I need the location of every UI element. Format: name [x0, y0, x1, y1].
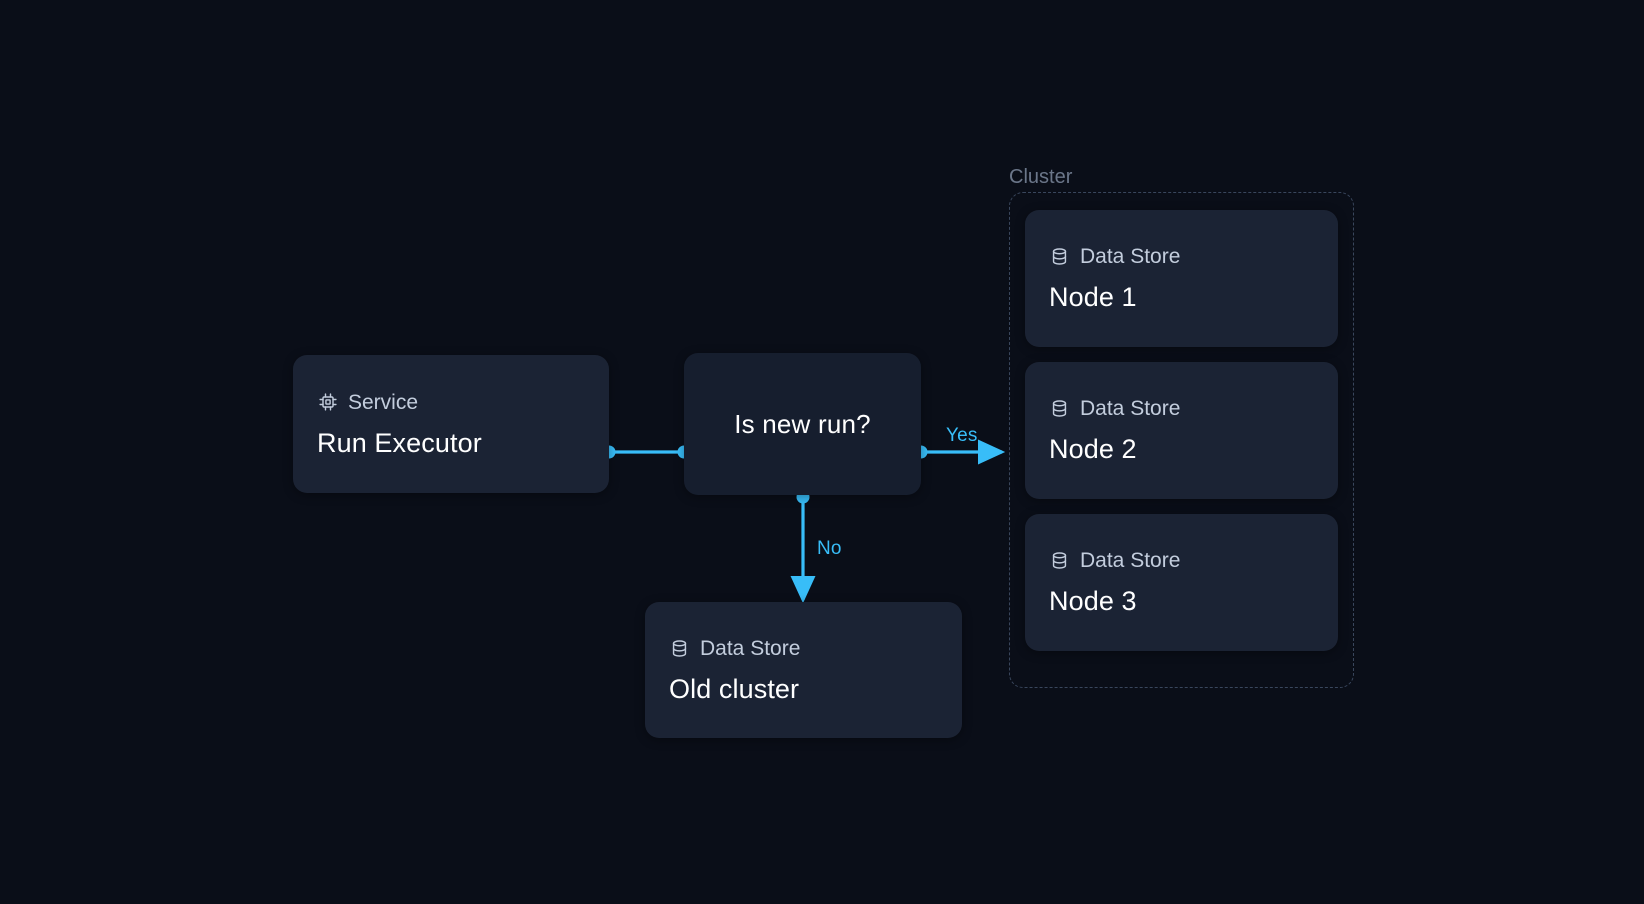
node-old-cluster[interactable]: Data Store Old cluster [645, 602, 962, 738]
node-run-executor-type: Service [317, 392, 585, 413]
group-label-cluster: Cluster [1009, 166, 1073, 188]
node-node-2[interactable]: Data Store Node 2 [1025, 362, 1338, 499]
node-node-3-type: Data Store [1049, 550, 1314, 571]
node-old-cluster-content: Data Store Old cluster [645, 602, 962, 738]
database-icon [1049, 246, 1070, 267]
node-node-1-type-label: Data Store [1080, 245, 1181, 269]
node-old-cluster-title: Old cluster [669, 673, 800, 704]
edge-label-yes: Yes [946, 425, 978, 446]
edge-exec-decision [602, 445, 691, 459]
node-node-1-type: Data Store [1049, 246, 1314, 267]
database-icon [1049, 398, 1070, 419]
node-old-cluster-type-label: Data Store [700, 636, 801, 660]
node-is-new-run[interactable]: Is new run? [684, 353, 921, 495]
node-node-3-content: Data Store Node 3 [1025, 514, 1338, 651]
node-run-executor-title: Run Executor [317, 427, 482, 458]
node-node-2-type: Data Store [1049, 398, 1314, 419]
edge-yes [914, 439, 1006, 465]
node-old-cluster-type: Data Store [669, 638, 938, 659]
node-node-1-title: Node 1 [1049, 282, 1137, 313]
node-run-executor-type-label: Service [348, 390, 419, 414]
node-node-2-content: Data Store Node 2 [1025, 362, 1338, 499]
group-cluster [1009, 192, 1354, 688]
node-node-3-title: Node 3 [1049, 586, 1137, 617]
edge-no [790, 490, 816, 604]
node-node-2-title: Node 2 [1049, 434, 1137, 465]
node-node-3[interactable]: Data Store Node 3 [1025, 514, 1338, 651]
node-run-executor[interactable]: Service Run Executor [293, 355, 609, 493]
cpu-chip-icon [317, 392, 338, 413]
node-node-2-type-label: Data Store [1080, 397, 1181, 421]
database-icon [669, 638, 690, 659]
node-node-1[interactable]: Data Store Node 1 [1025, 210, 1338, 347]
database-icon [1049, 550, 1070, 571]
node-is-new-run-label: Is new run? [734, 408, 871, 439]
edge-label-no: No [817, 538, 842, 559]
node-run-executor-content: Service Run Executor [293, 355, 609, 493]
node-node-1-content: Data Store Node 1 [1025, 210, 1338, 347]
node-node-3-type-label: Data Store [1080, 549, 1181, 573]
